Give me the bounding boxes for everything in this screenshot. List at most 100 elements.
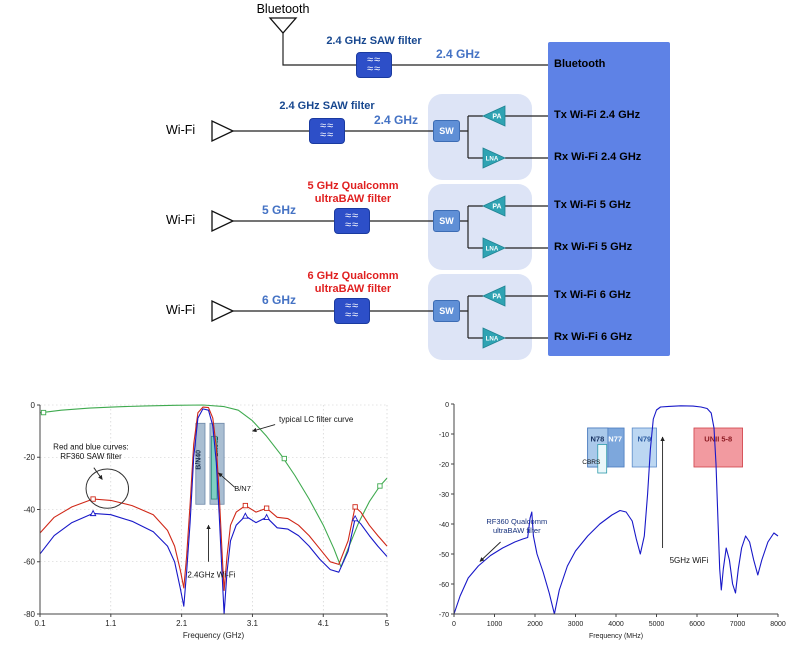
chart-annotation: 5GHz WiFi [670, 556, 709, 565]
chart-annotation: typical LC filter curve [279, 415, 354, 424]
pa-amplifier-icon [482, 285, 506, 307]
ultrabaw-filter-box: ≈≈ ≈≈ [334, 298, 370, 324]
chip-port-tx-5g: Tx Wi-Fi 5 GHz [554, 199, 631, 211]
lna-label: LNA [486, 156, 499, 163]
y-tick-label: -20 [439, 462, 449, 469]
y-tick-label: -30 [439, 492, 449, 499]
bluetooth-antenna-icon [268, 17, 298, 34]
x-tick-label: 6000 [689, 621, 705, 628]
saw-filter-box: ≈≈ ≈≈ [356, 52, 392, 78]
series-line [39, 408, 388, 615]
pa-label: PA [492, 294, 501, 301]
band-label: N79 [637, 435, 651, 444]
x-tick-label: 3.1 [247, 619, 259, 628]
rf-switch: SW [433, 300, 460, 322]
rf-block-diagram: PA LNA PA LNA PA LNA Bluetooth Wi-Fi Wi-… [166, 2, 670, 360]
saw-filter-box: ≈≈ ≈≈ [309, 118, 345, 144]
x-tick-label: 1000 [487, 621, 503, 628]
freq-label: 6 GHz [262, 293, 297, 307]
chip-port-bluetooth: Bluetooth [554, 58, 606, 70]
x-tick-label: 3000 [568, 621, 584, 628]
freq-label: 2.4 GHz [436, 47, 481, 61]
pa-label: PA [492, 204, 501, 211]
band-label: UNII 5-8 [704, 435, 732, 444]
saw-filter-caption: 2.4 GHz SAW filter [299, 35, 449, 48]
x-tick-label: 1.1 [105, 619, 117, 628]
lna-label: LNA [486, 246, 499, 253]
filter-caption-line: 2.4 GHz SAW filter [326, 35, 422, 47]
filter-wave-icon: ≈≈ [344, 300, 360, 312]
band-UNII 5-8 [693, 427, 743, 468]
annotation-arrow [218, 472, 236, 488]
annotation-arrow [252, 424, 276, 433]
y-tick-label: -80 [23, 610, 35, 619]
filter-caption-line: 6 GHz Qualcomm [307, 270, 399, 282]
ultrabaw-filter-caption: 6 GHz Qualcomm ultraBAW filter [278, 270, 428, 295]
annotation-arrow [93, 467, 103, 480]
annotation-arrow [479, 541, 501, 562]
chip-port-rx-5g: Rx Wi-Fi 5 GHz [554, 241, 633, 253]
x-tick-label: 0 [452, 621, 456, 628]
series-marker [281, 455, 287, 462]
wifi-antenna-label: Wi-Fi [166, 123, 196, 137]
y-tick-label: -10 [439, 432, 449, 439]
band-label: N77 [608, 435, 622, 444]
saw-filter-caption: 2.4 GHz SAW filter [252, 100, 402, 113]
wifi-antenna-label: Wi-Fi [166, 213, 196, 227]
connector-lines [233, 33, 548, 339]
ultrabaw-filter-caption: 5 GHz Qualcomm ultraBAW filter [278, 180, 428, 205]
series-marker [242, 512, 249, 519]
filter-wave-icon: ≈≈ [366, 54, 382, 66]
y-tick-label: -60 [23, 558, 35, 567]
y-tick-label: -70 [439, 612, 449, 619]
lna-label: LNA [486, 336, 499, 343]
chip-port-tx-2g4: Tx Wi-Fi 2.4 GHz [554, 109, 641, 121]
x-tick-label: 2000 [527, 621, 543, 628]
series-marker [377, 483, 383, 489]
y-tick-label: 0 [31, 401, 36, 410]
rf-switch: SW [433, 120, 460, 142]
x-tick-label: 8000 [770, 621, 786, 628]
lna-amplifier-icon [482, 327, 506, 349]
filter-wave-icon: ≈≈ [366, 63, 382, 75]
chip-port-rx-6g: Rx Wi-Fi 6 GHz [554, 331, 633, 343]
rf-switch: SW [433, 210, 460, 232]
pa-amplifier-icon [482, 105, 506, 127]
pa-amplifier-icon [482, 195, 506, 217]
x-tick-label: 5000 [649, 621, 665, 628]
series-marker [90, 496, 96, 502]
saw-filter-response-chart: B/N40B/N410.11.12.13.14.150-20-40-60-80F… [12, 398, 397, 646]
band-label: B/N40 [195, 450, 202, 470]
series-marker [40, 409, 47, 416]
chart-annotation: B/N7 [234, 484, 251, 493]
chip-port-rx-2g4: Rx Wi-Fi 2.4 GHz [554, 151, 642, 163]
x-tick-label: 7000 [730, 621, 746, 628]
lna-amplifier-icon [482, 237, 506, 259]
y-tick-label: -50 [439, 552, 449, 559]
wifi-antenna-icon [211, 209, 235, 233]
y-tick-label: -40 [439, 522, 449, 529]
series-line [39, 404, 388, 568]
series-marker [263, 513, 270, 520]
freq-label: 5 GHz [262, 203, 297, 217]
x-tick-label: 5 [385, 619, 390, 628]
filter-wave-icon: ≈≈ [319, 129, 335, 141]
wifi-antenna-label: Wi-Fi [166, 303, 196, 317]
filter-caption-line: ultraBAW filter [314, 282, 392, 295]
x-tick-label: 4000 [608, 621, 624, 628]
filter-wave-icon: ≈≈ [319, 120, 335, 132]
wifi-antenna-icon [211, 119, 235, 143]
ultrabaw-filter-box: ≈≈ ≈≈ [334, 208, 370, 234]
x-axis-label: Frequency (MHz) [589, 633, 643, 640]
filter-wave-icon: ≈≈ [344, 309, 360, 321]
chip-port-tx-6g: Tx Wi-Fi 6 GHz [554, 289, 631, 301]
series-marker [352, 504, 358, 510]
filter-wave-icon: ≈≈ [344, 219, 360, 231]
filter-wave-icon: ≈≈ [344, 210, 360, 222]
y-tick-label: -60 [439, 582, 449, 589]
wifi-antenna-icon [211, 299, 235, 323]
freq-label: 2.4 GHz [374, 113, 419, 127]
filter-caption-line: 5 GHz Qualcomm [307, 180, 399, 192]
highlight-ellipse [85, 468, 130, 509]
